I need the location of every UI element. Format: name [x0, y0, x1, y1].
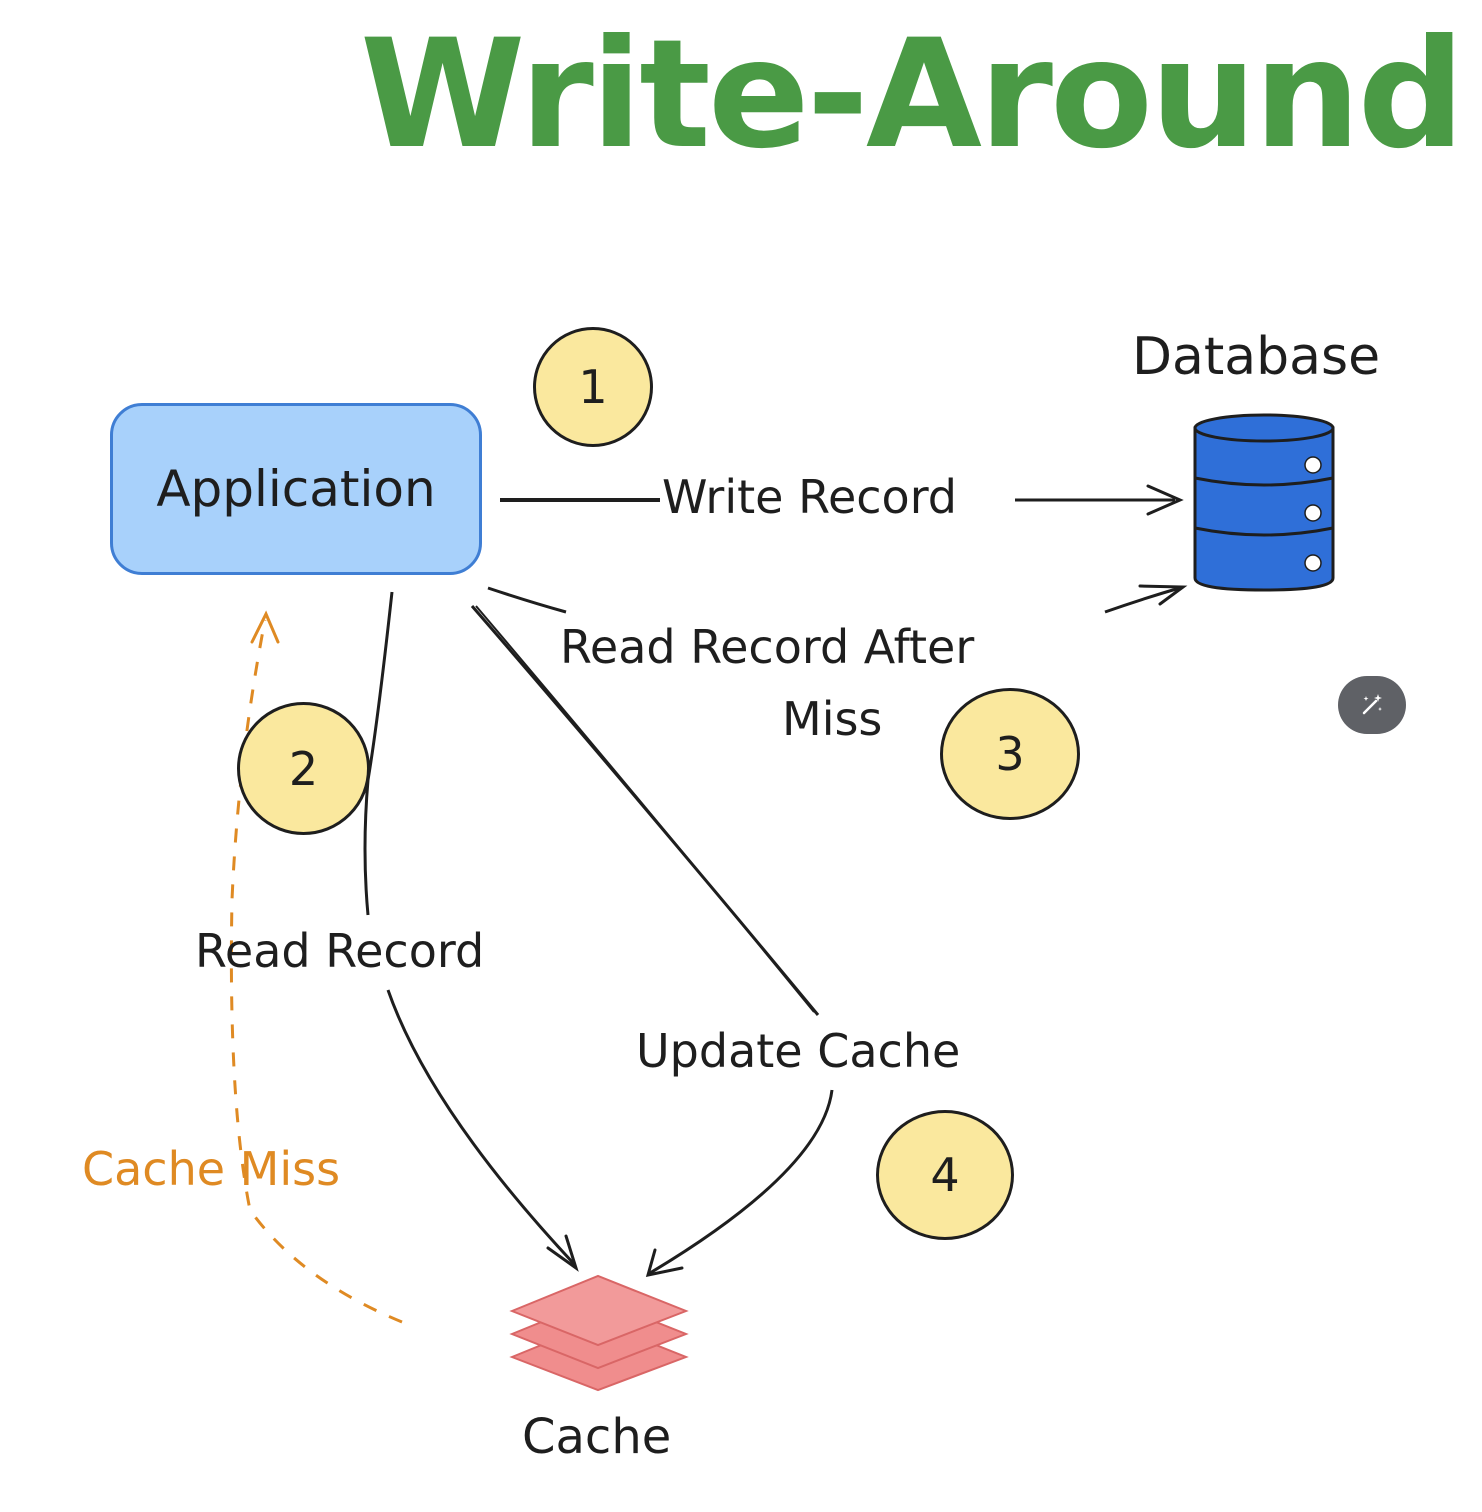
- step-2-badge: 2: [237, 702, 370, 835]
- cache-label: Cache: [522, 1409, 672, 1465]
- write-record-label: Write Record: [662, 470, 958, 524]
- diagram-title: Write-Around: [360, 8, 1465, 182]
- application-label: Application: [156, 460, 436, 518]
- read-record-label: Read Record: [195, 924, 485, 978]
- write-record-arrow: [500, 484, 1184, 516]
- update-cache-arrow: [470, 605, 834, 1277]
- read-after-miss-label-line1: Read Record After: [560, 620, 975, 674]
- magic-wand-button[interactable]: [1338, 676, 1406, 734]
- update-cache-label: Update Cache: [636, 1024, 961, 1078]
- database-label: Database: [1132, 327, 1381, 387]
- database-icon: [1193, 413, 1335, 592]
- application-node: Application: [110, 403, 482, 575]
- step-3-badge: 3: [940, 688, 1080, 820]
- read-after-miss-label-line2: Miss: [782, 692, 883, 746]
- step-1-badge: 1: [533, 327, 653, 447]
- read-after-miss-arrow: [487, 584, 1188, 614]
- cache-icon: [509, 1274, 689, 1392]
- cache-miss-label: Cache Miss: [82, 1142, 341, 1196]
- magic-wand-icon: [1362, 694, 1382, 715]
- step-4-badge: 4: [876, 1110, 1014, 1240]
